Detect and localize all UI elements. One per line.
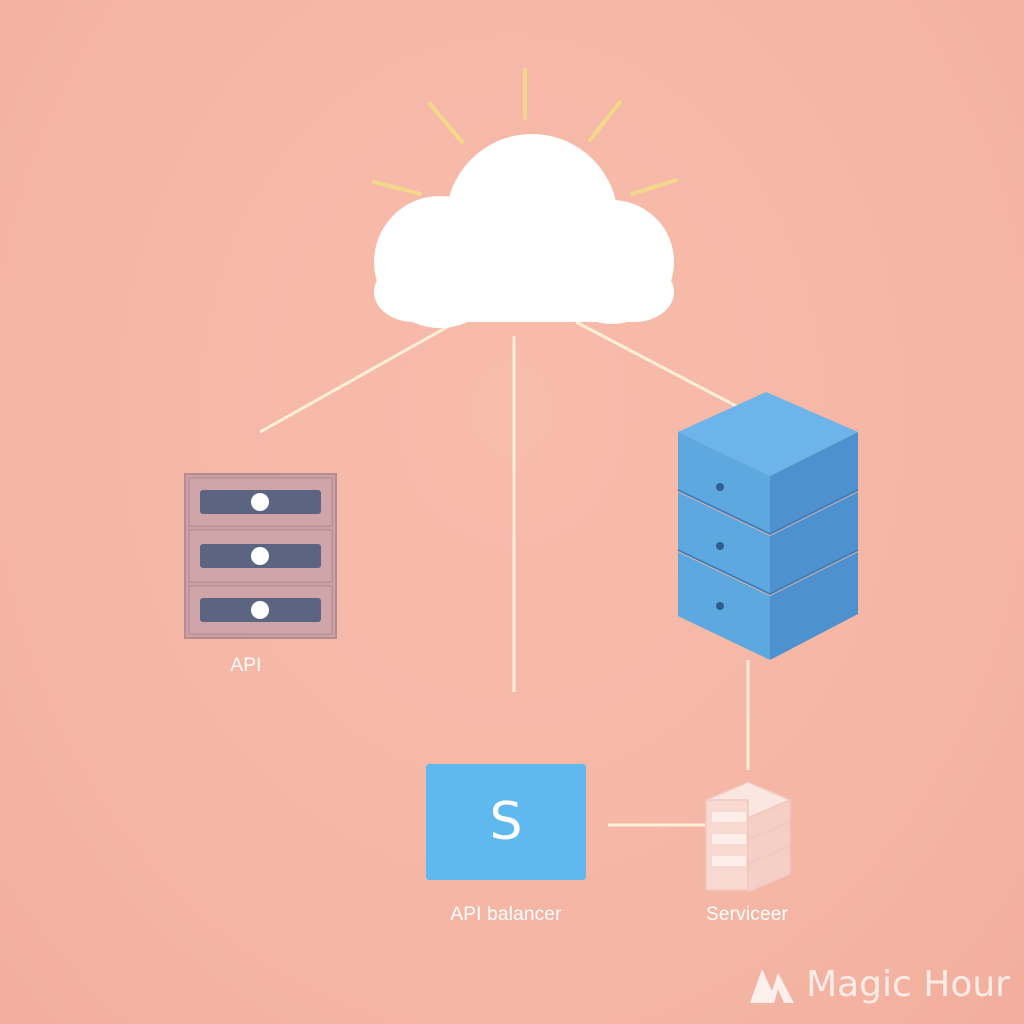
server-stack-icon (704, 781, 792, 894)
database-stack-icon (677, 392, 859, 660)
api-balancer-label: API balancer (450, 904, 562, 925)
server-rack-icon (184, 473, 337, 639)
watermark: Magic Hour (748, 964, 1010, 1005)
sun-rays-icon (372, 68, 678, 196)
connector-cloud-database (575, 320, 741, 410)
servicer-label: Serviceer (705, 904, 789, 925)
balancer-letter: S (489, 792, 523, 852)
balancer-box (426, 764, 586, 880)
watermark-text: Magic Hour (806, 964, 1010, 1005)
connectors (259, 320, 750, 827)
magic-hour-logo-icon (750, 968, 795, 1003)
connector-cloud-api (259, 320, 457, 434)
api-label: API (230, 655, 262, 676)
cloud-icon (374, 134, 674, 328)
